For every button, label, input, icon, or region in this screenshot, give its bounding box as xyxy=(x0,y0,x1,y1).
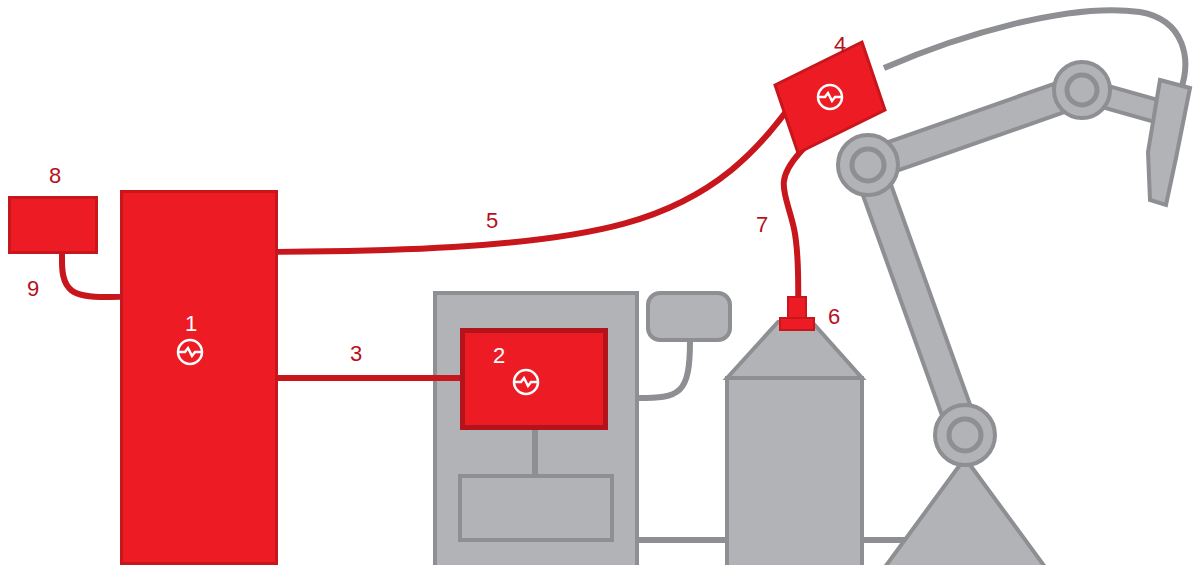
robot-joint-hub xyxy=(852,149,884,181)
connector-part xyxy=(780,318,814,330)
node-shape xyxy=(460,328,608,430)
robot-lower-arm xyxy=(868,165,965,435)
icon-zigzag xyxy=(514,378,538,386)
callout-number: 1 xyxy=(185,313,197,335)
callout-number: 4 xyxy=(834,34,846,56)
pipe xyxy=(637,537,727,543)
callout-number: 7 xyxy=(756,214,768,236)
robot-upper-arm-fill xyxy=(868,90,1082,165)
robot-upper-arm xyxy=(868,90,1082,165)
connector-part xyxy=(788,297,806,319)
callout-number: 3 xyxy=(350,343,362,365)
gas-connector: 6 xyxy=(776,296,846,332)
pendant-cable xyxy=(637,340,690,398)
callout-number: 2 xyxy=(493,345,505,367)
cable xyxy=(784,147,805,298)
icon-ring xyxy=(818,85,842,109)
teach-pendant xyxy=(648,293,730,340)
callout-number: 5 xyxy=(486,210,498,232)
callout-number: 6 xyxy=(828,306,840,328)
robot-joint xyxy=(935,405,995,465)
link-icon xyxy=(514,370,538,394)
robot-base xyxy=(885,458,1045,565)
cable xyxy=(278,375,460,381)
icon-ring xyxy=(178,340,202,364)
cable xyxy=(62,254,120,297)
callout-number: 9 xyxy=(27,278,39,300)
callout-number: 8 xyxy=(49,165,61,187)
robot-joint-hub xyxy=(949,419,981,451)
robot-joint-hub xyxy=(1067,75,1097,105)
node-shape xyxy=(120,190,278,565)
cabinet-wire xyxy=(532,428,538,476)
control-cabinet xyxy=(435,293,637,565)
robot-joint xyxy=(838,135,898,195)
robot-cable xyxy=(884,10,1185,92)
cable xyxy=(278,112,786,252)
link-icon xyxy=(178,340,202,364)
pipe xyxy=(862,537,905,543)
robot-joint xyxy=(1054,62,1110,118)
link-icon xyxy=(818,85,842,109)
remote-control: 8 xyxy=(8,196,98,254)
power-unit: 1 xyxy=(120,190,278,565)
node-shape xyxy=(772,30,888,160)
icon-ring xyxy=(514,370,538,394)
icon-zigzag xyxy=(818,93,842,101)
tank-body xyxy=(727,378,862,565)
controller-unit: 2 xyxy=(460,328,608,430)
icon-zigzag xyxy=(178,348,202,356)
feeder-box xyxy=(775,42,885,153)
robot-lower-arm-fill xyxy=(868,165,965,435)
cabinet-panel xyxy=(460,476,612,540)
robot-tool xyxy=(1148,80,1190,205)
wire-feeder: 4 xyxy=(772,30,888,160)
